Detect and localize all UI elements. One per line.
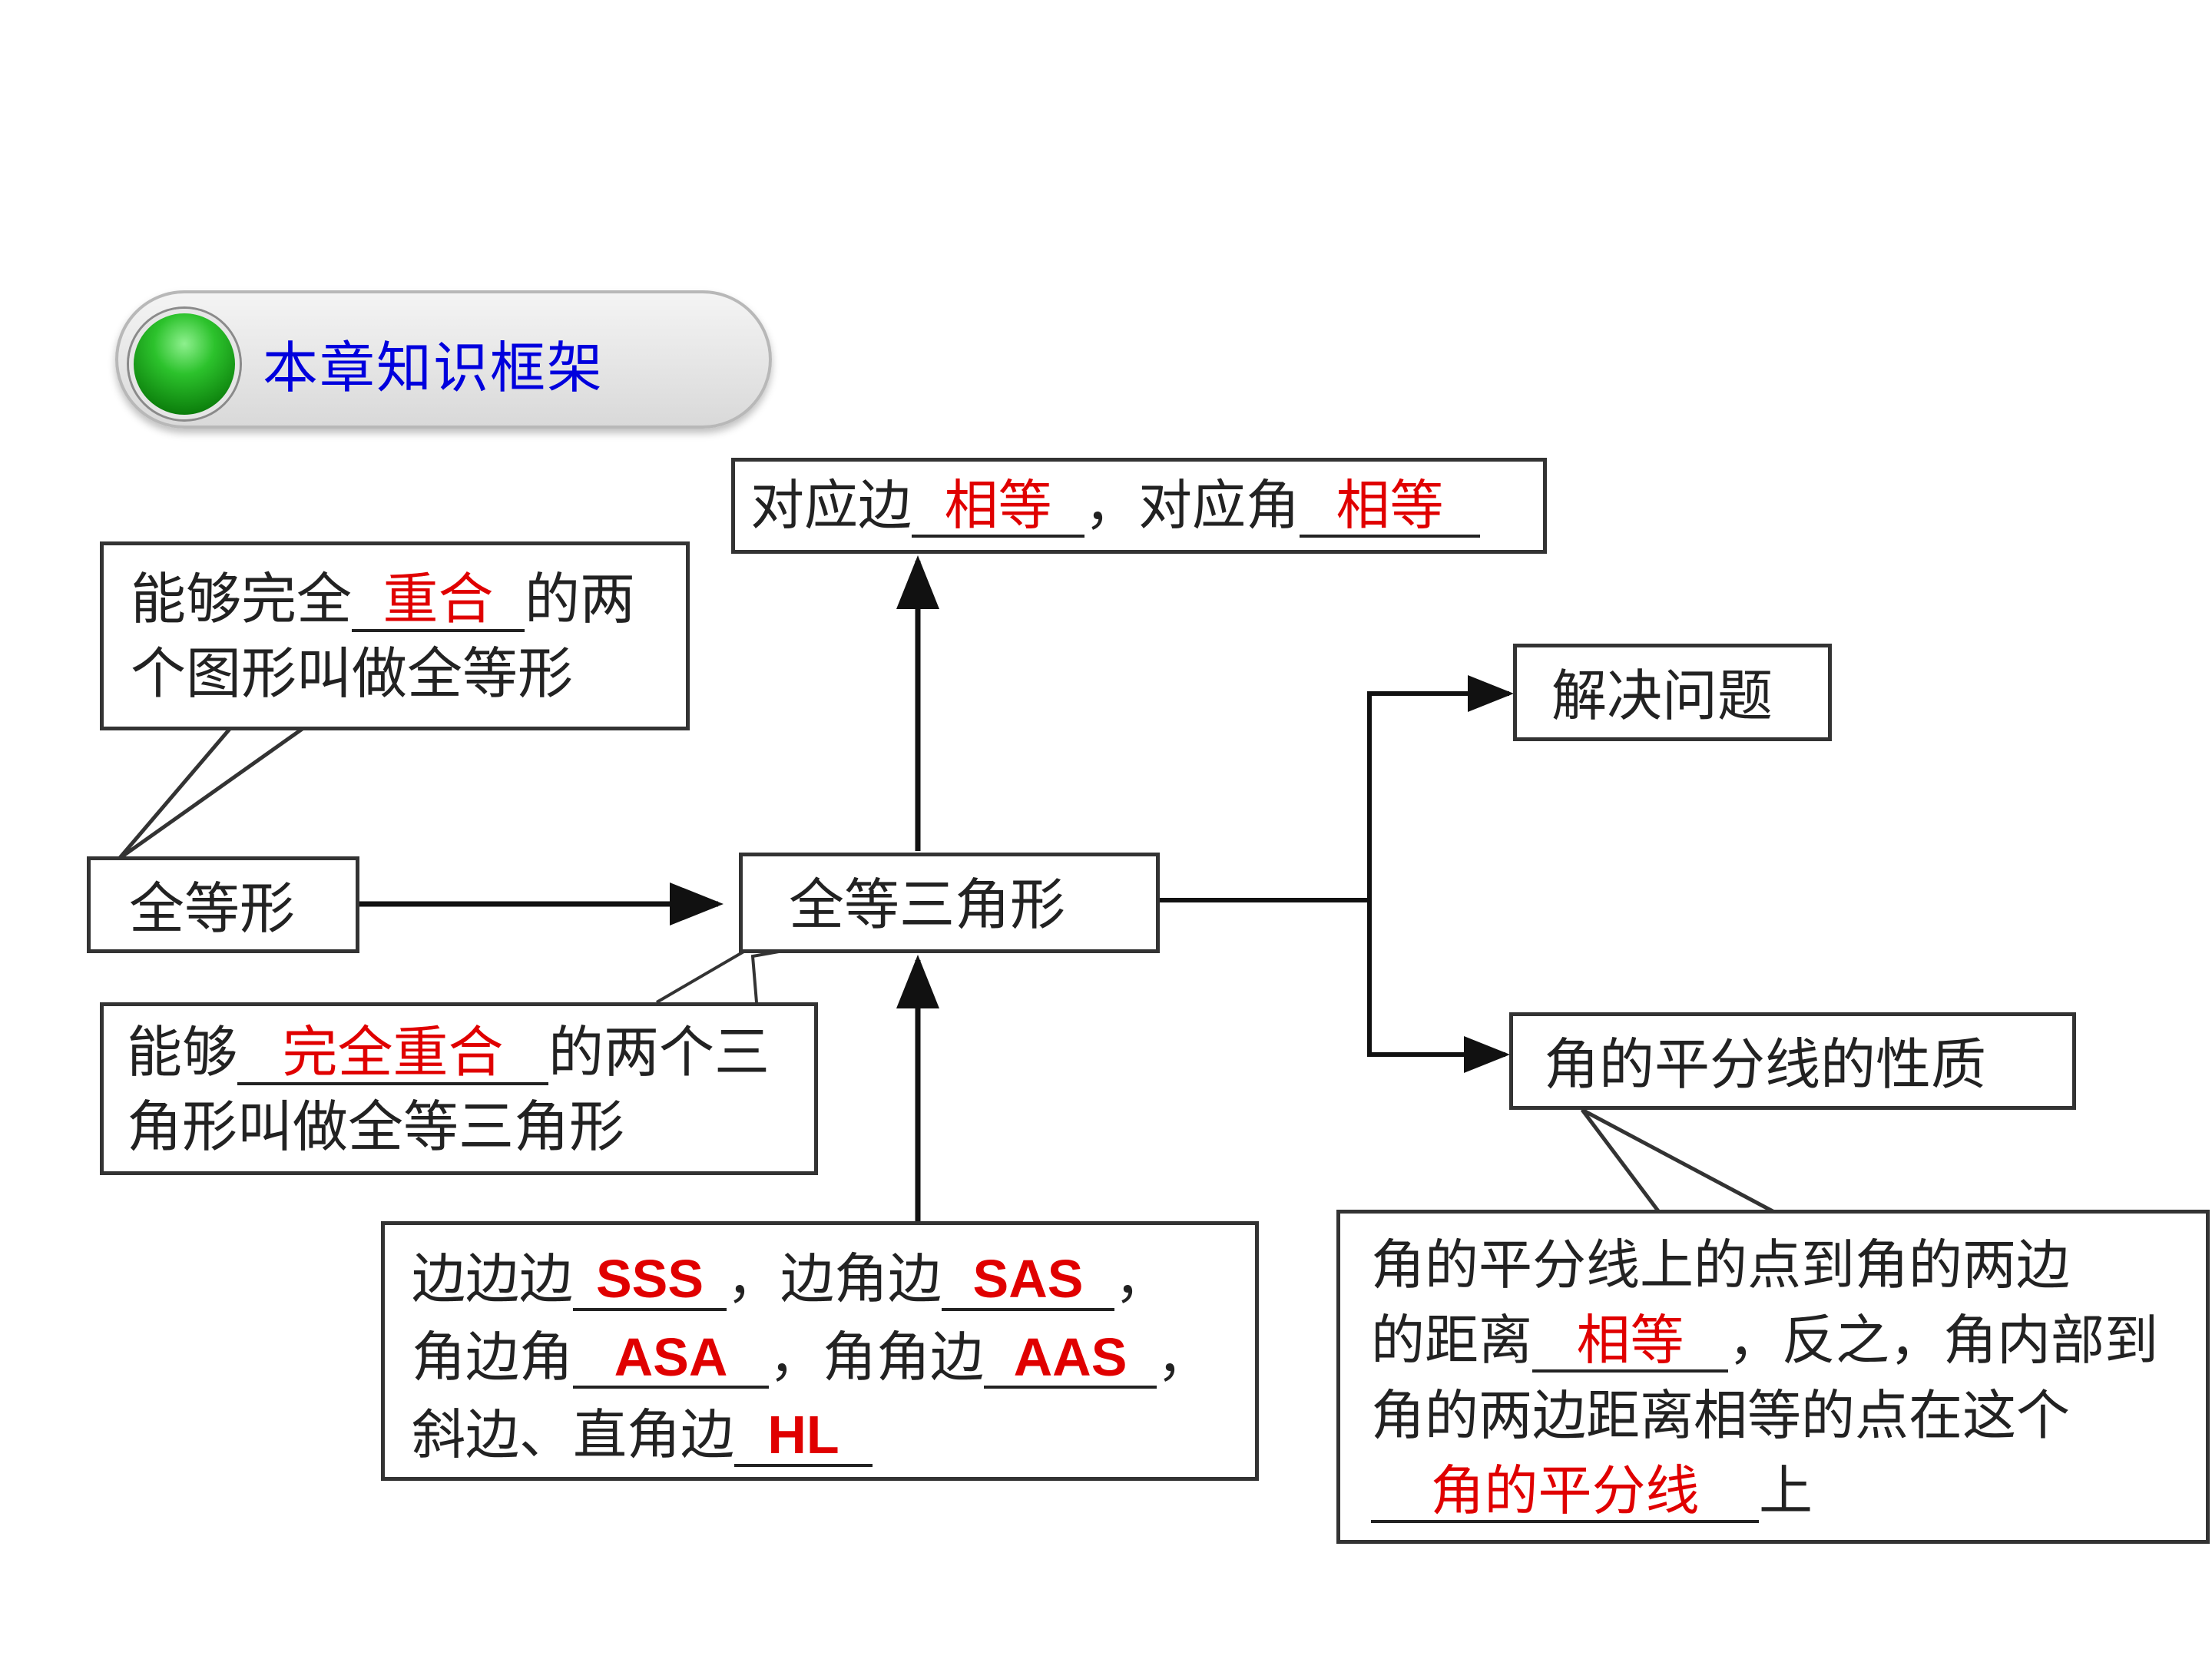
answer-fully-coincide: 完全重合	[237, 1023, 549, 1085]
bisector-text-3: ，反之，角内部到	[1728, 1309, 2158, 1372]
criteria-asa-label: 角边角	[412, 1325, 573, 1389]
criteria-hl-label: 斜边、直角边	[412, 1403, 734, 1466]
answer-sas: SAS	[942, 1250, 1114, 1311]
node-solve-problems-label: 解决问题	[1551, 664, 1773, 728]
answer-sss: SSS	[573, 1250, 727, 1311]
bisector-text-2: 的距离	[1371, 1309, 1532, 1372]
node-solve-problems: 解决问题	[1513, 644, 1832, 741]
answer-sides-equal: 相等	[912, 477, 1084, 538]
answer-coincide: 重合	[352, 570, 525, 632]
answer-asa: ASA	[573, 1329, 769, 1389]
definition-triangle-box: 能够完全重合的两个三 角形叫做全等三角形	[100, 1002, 818, 1175]
criteria-end-2: ，	[1157, 1325, 1210, 1389]
answer-aas: AAS	[984, 1329, 1157, 1389]
answer-distance-equal: 相等	[1532, 1312, 1728, 1373]
definition-triangle-text-1: 能够	[127, 1020, 238, 1084]
definition-triangle-text-2: 的两个三	[548, 1020, 770, 1084]
bisector-property-box: 角的平分线上的点到角的两边 的距离相等，反之，角内部到 角的两边距离相等的点在这…	[1336, 1210, 2210, 1544]
bisector-text-line-3: 角的两边距离相等的点在这个	[1371, 1384, 2070, 1447]
definition-shape-text-3: 个图形叫做全等形	[131, 641, 574, 707]
properties-text-2: ，对应角	[1084, 474, 1300, 537]
answer-angles-equal: 相等	[1300, 477, 1480, 538]
section-header-pill: 本章知识框架	[115, 290, 772, 429]
definition-shape-text-1: 能够完全	[131, 567, 353, 631]
criteria-sss-label: 边边边	[412, 1247, 573, 1310]
answer-hl: HL	[734, 1406, 873, 1467]
definition-shape-text-2: 的两	[525, 567, 636, 631]
criteria-sep-1: ，边角边	[727, 1247, 942, 1310]
section-title: 本章知识框架	[263, 336, 604, 400]
bisector-text-line-1: 角的平分线上的点到角的两边	[1371, 1233, 2070, 1296]
node-congruent-shape: 全等形	[87, 856, 359, 953]
node-congruent-triangle: 全等三角形	[739, 853, 1160, 953]
callout-tail-bisector	[1581, 1108, 1776, 1214]
criteria-end-1: ，	[1114, 1247, 1168, 1310]
properties-text-1: 对应边	[750, 474, 912, 537]
definition-triangle-text-3: 角形叫做全等三角形	[127, 1094, 625, 1160]
bisector-text-4: 上	[1759, 1459, 1813, 1522]
node-angle-bisector-label: 角的平分线的性质	[1544, 1032, 1987, 1097]
node-congruent-shape-label: 全等形	[129, 876, 296, 941]
callout-tail-shape	[118, 726, 310, 861]
node-angle-bisector: 角的平分线的性质	[1509, 1012, 2076, 1110]
criteria-sep-2: ，角角边	[769, 1325, 984, 1389]
green-bullet-icon	[129, 309, 240, 419]
callout-tail-triangle-2	[750, 949, 784, 1003]
node-congruent-triangle-label: 全等三角形	[789, 873, 1066, 937]
properties-box: 对应边相等，对应角相等	[731, 458, 1547, 554]
answer-on-bisector: 角的平分线	[1371, 1462, 1759, 1523]
definition-shape-callout: 能够完全重合的两 个图形叫做全等形	[100, 541, 690, 730]
